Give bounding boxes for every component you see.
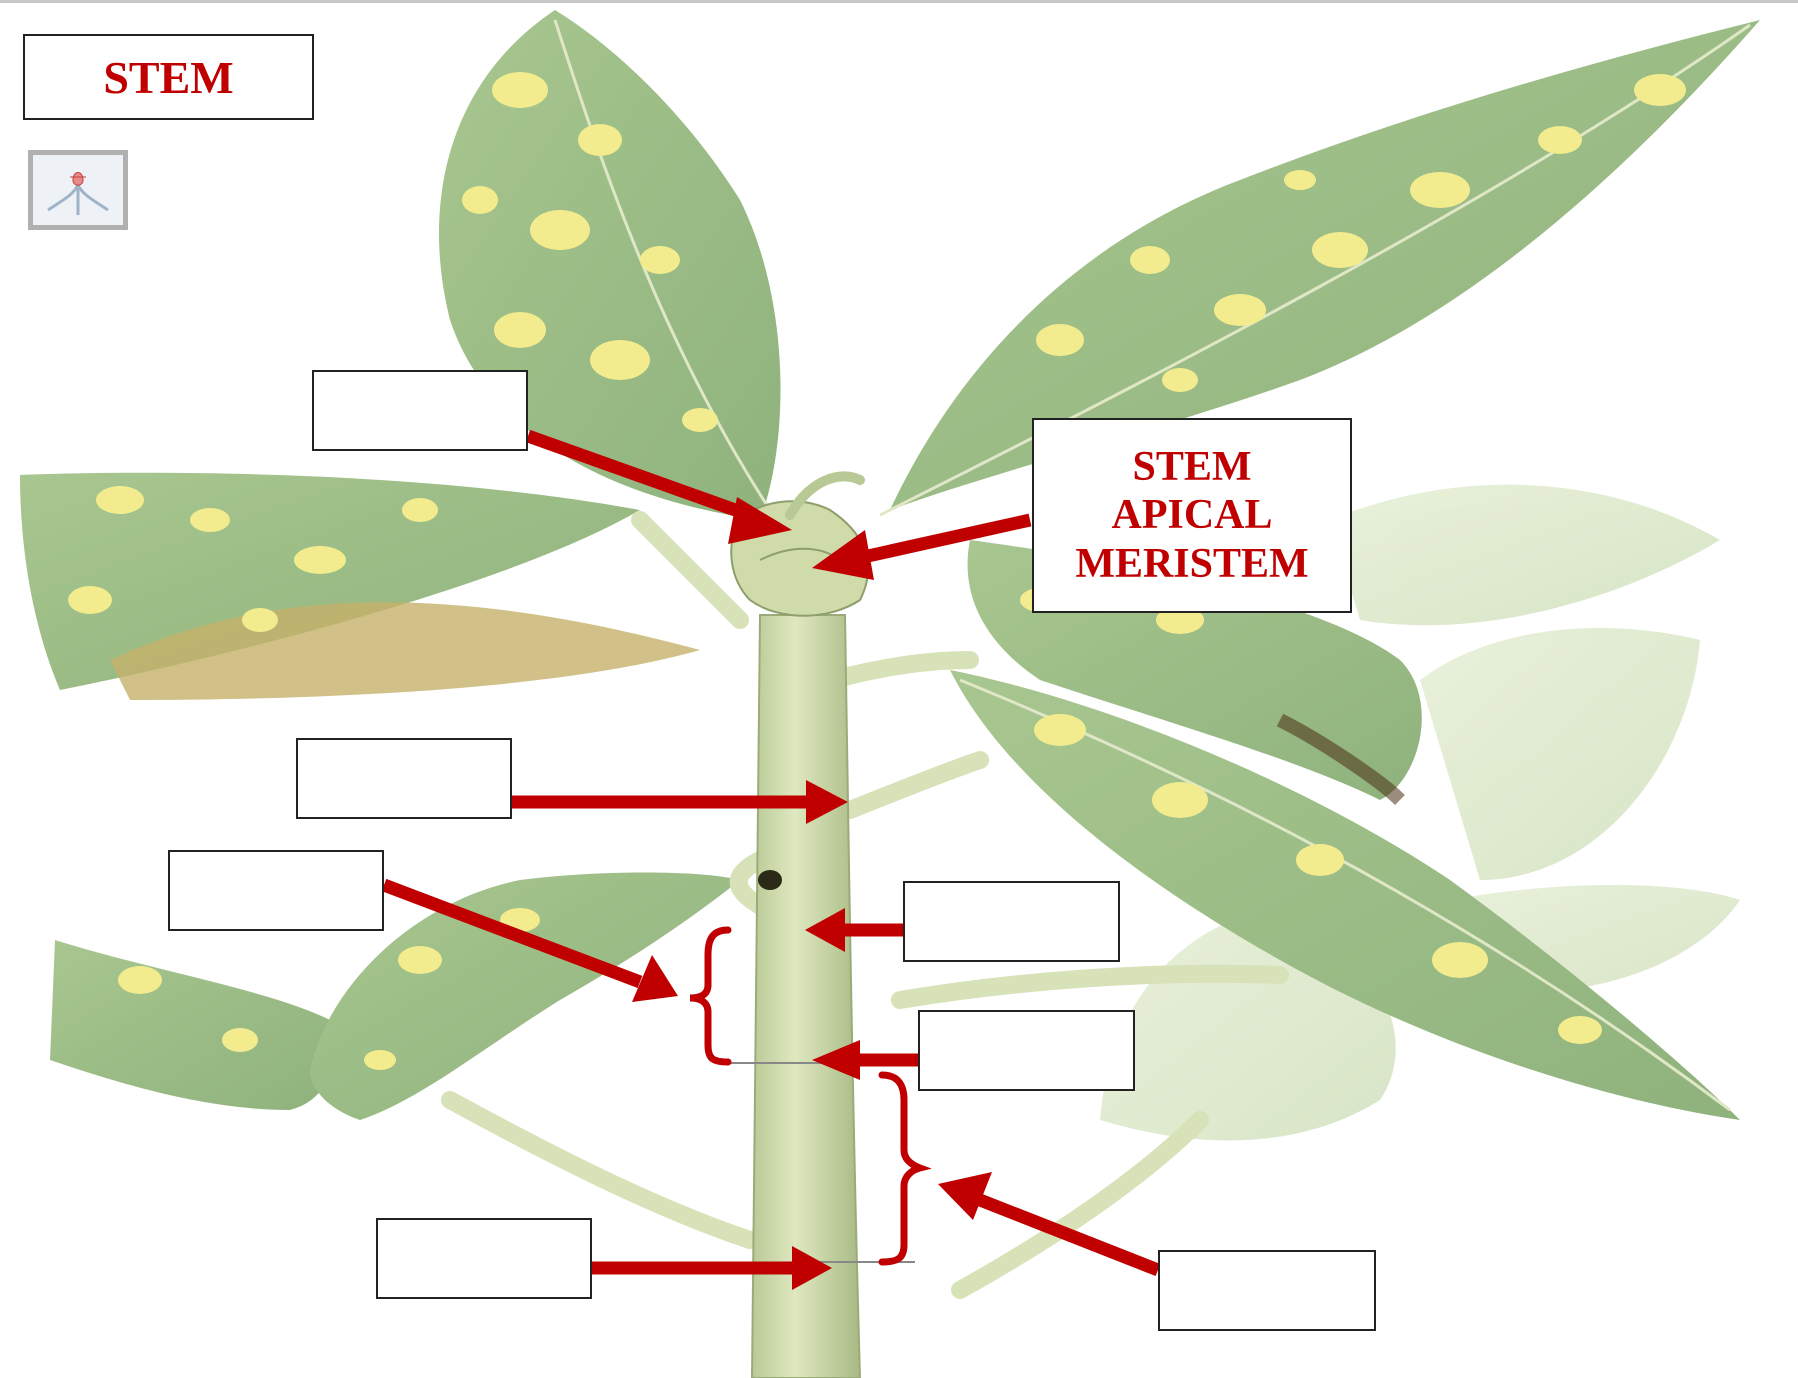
blank-label-lower-node[interactable] <box>376 1218 592 1299</box>
stem-apical-meristem-label: STEM APICAL MERISTEM <box>1032 418 1352 613</box>
diagram-title-text: STEM <box>103 51 233 104</box>
blank-label-leaf-scar[interactable] <box>903 881 1120 962</box>
blank-label-internode[interactable] <box>168 850 384 931</box>
blank-label-terminal-bud[interactable] <box>312 370 528 451</box>
flower-icon <box>33 155 123 225</box>
diagram-title: STEM <box>23 34 314 120</box>
stem-apical-meristem-text: STEM APICAL MERISTEM <box>1075 443 1308 588</box>
blank-label-axillary-bud[interactable] <box>296 738 512 819</box>
axillary-bud <box>758 870 782 890</box>
flower-thumbnail-icon[interactable] <box>28 150 128 230</box>
blank-label-lower-internode[interactable] <box>1158 1250 1376 1331</box>
blank-label-node[interactable] <box>918 1010 1135 1091</box>
